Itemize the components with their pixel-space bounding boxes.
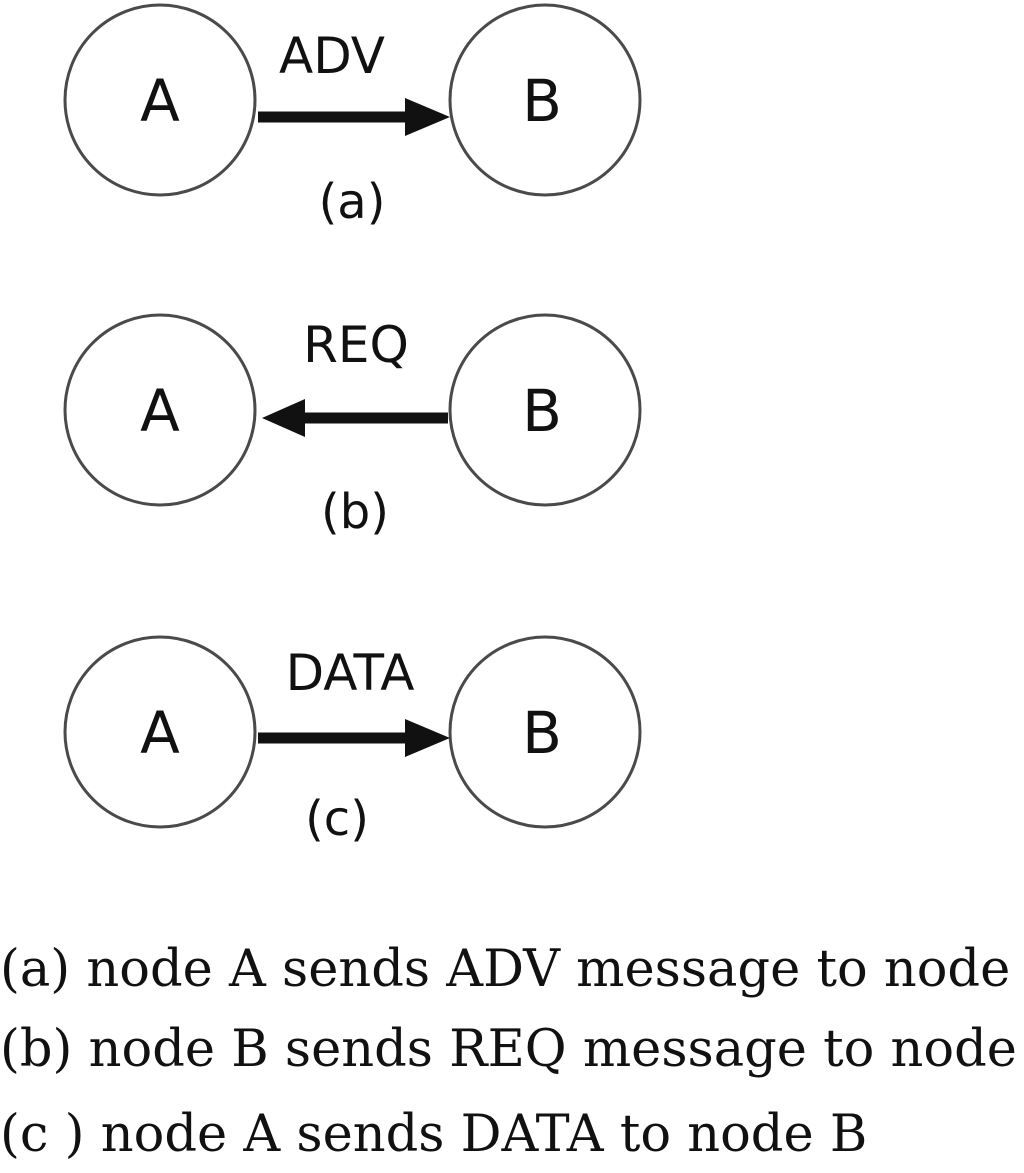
node-b-label: B: [522, 377, 562, 445]
node-a-circle: [63, 313, 257, 507]
node-b-label: B: [522, 67, 562, 135]
caption-b: (b) node B sends REQ message to node A: [0, 1020, 1024, 1079]
node-b-circle: [448, 313, 642, 507]
caption-c: (c ) node A sends DATA to node B: [0, 1105, 868, 1164]
node-a-label: A: [140, 67, 180, 135]
diagram: A B ADV (a) A B REQ (b) A B DATA (c): [63, 3, 642, 847]
panel-label-a: (a): [319, 174, 386, 230]
message-label-req: REQ: [303, 316, 409, 374]
node-b-label: B: [522, 699, 562, 767]
arrow-head-right: [405, 98, 450, 136]
arrow-head-left: [262, 399, 305, 437]
message-label-adv: ADV: [279, 27, 385, 85]
node-b-circle: [448, 635, 642, 829]
node-a-label: A: [140, 377, 180, 445]
panel-label-c: (c): [305, 791, 369, 847]
panel-a: A B ADV (a): [63, 3, 642, 230]
panel-label-b: (b): [321, 484, 389, 540]
arrow-head-right: [405, 719, 450, 757]
node-a-circle: [63, 3, 257, 197]
message-label-data: DATA: [286, 644, 415, 702]
panel-c: A B DATA (c): [63, 635, 642, 847]
panel-b: A B REQ (b): [63, 313, 642, 540]
node-a-label: A: [140, 699, 180, 767]
node-a-circle: [63, 635, 257, 829]
node-b-circle: [448, 3, 642, 197]
caption-a: (a) node A sends ADV message to node B: [0, 940, 1024, 999]
